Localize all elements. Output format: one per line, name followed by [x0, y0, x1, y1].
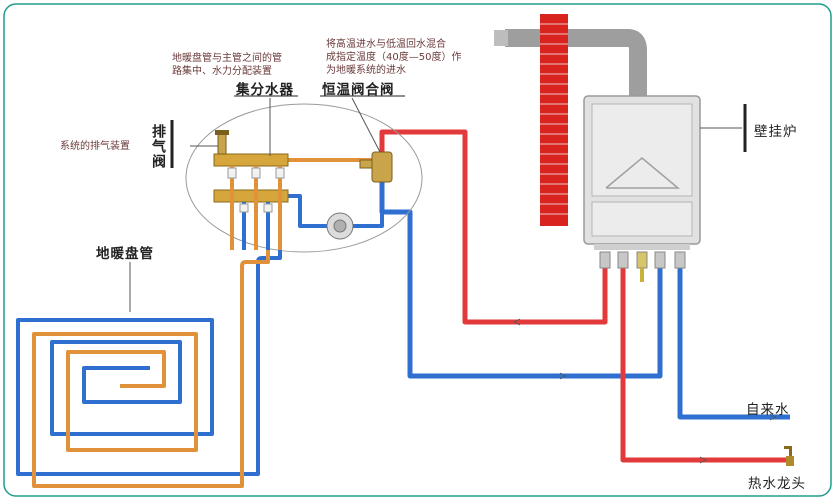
thermostatic-valve-label: 恒温阀合阀	[322, 82, 395, 98]
hot-supply-pipe	[379, 129, 608, 325]
vent-note: 系统的排气装置	[60, 141, 130, 152]
vent-valve-label: 排气阀	[150, 124, 166, 169]
cold-water-pipe	[677, 266, 790, 420]
boiler-connectors	[599, 251, 686, 282]
valve-note-line3: 为地暖系统的进水	[326, 65, 406, 76]
tap-water-label: 自来水	[746, 402, 790, 418]
detail-ellipse	[185, 103, 423, 253]
manifold-label: 集分水器	[236, 82, 294, 98]
flue-pipe	[505, 29, 647, 98]
wall-boiler	[583, 95, 701, 250]
floor-coil-orange	[32, 250, 270, 488]
boiler-label: 壁挂炉	[754, 124, 798, 140]
water-manifold	[213, 130, 289, 203]
hot-water-pipe	[620, 266, 786, 463]
circulation-pump	[326, 212, 354, 240]
outer-frame	[3, 3, 832, 497]
valve-note: 将高温进水与低温回水混合 成指定温度（40度—50度）作 为地暖系统的进水	[326, 38, 461, 77]
manifold-return-pipe	[286, 182, 384, 228]
flue-cap	[494, 30, 508, 46]
floor-coil-label: 地暖盘管	[96, 246, 154, 262]
manifold-loops	[230, 166, 282, 250]
faucet-icon	[784, 446, 794, 466]
flow-arrows	[513, 318, 777, 464]
thermostatic-mixing-valve	[359, 151, 393, 183]
manifold-note: 地暖盘管与主管之间的管 路集中、水力分配装置	[172, 52, 282, 78]
manifold-note-line1: 地暖盘管与主管之间的管	[172, 53, 282, 64]
hot-water-tap-label: 热水龙头	[748, 476, 806, 492]
valve-note-line1: 将高温进水与低温回水混合	[326, 39, 446, 50]
valve-leader-line	[351, 97, 381, 153]
manifold-note-line2: 路集中、水力分配装置	[172, 66, 272, 77]
valve-note-line2: 成指定温度（40度—50度）作	[326, 52, 462, 63]
chimney-wall	[540, 14, 568, 226]
manifold-valve-heads	[227, 167, 285, 213]
